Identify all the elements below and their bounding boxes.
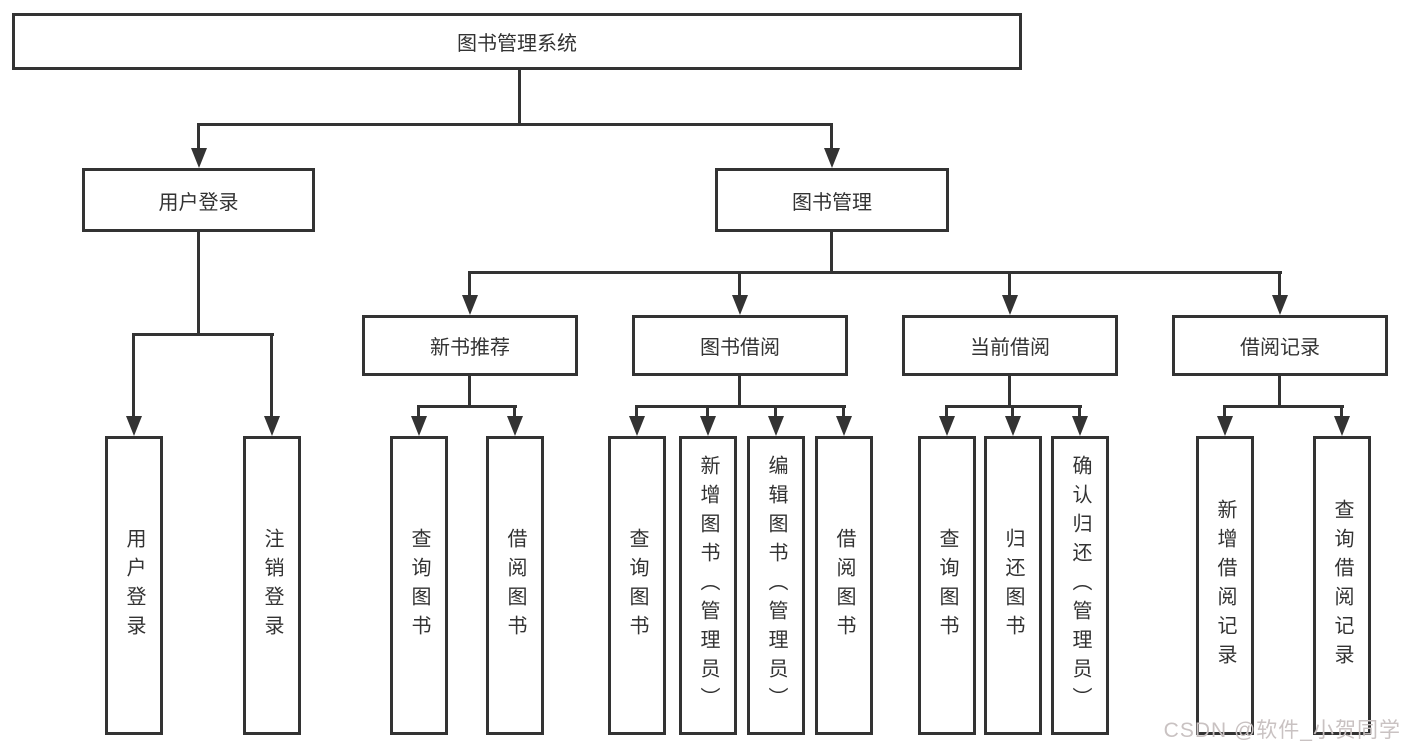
node-current-borrowing: 当前借阅 (902, 315, 1118, 376)
node-leaf-query-borrow-record: 查询借阅记录 (1313, 436, 1371, 735)
connector-root-stem (518, 70, 521, 125)
connector-userlogin-hline (132, 333, 274, 336)
connector-records-shaft-2 (1340, 405, 1343, 417)
node-leaf-borrow-books: 借阅图书 (815, 436, 873, 735)
arrowhead-down-icon (126, 416, 142, 436)
node-leaf-query-books: 查询图书 (918, 436, 976, 735)
node-new-book-recommend: 新书推荐 (362, 315, 578, 376)
arrowhead-down-icon (824, 148, 840, 168)
node-leaf-add-borrow-record: 新增借阅记录 (1196, 436, 1254, 735)
connector-recommend-hline (417, 405, 517, 408)
node-leaf-edit-books-admin: 编辑图书（管理员） (747, 436, 805, 735)
node-leaf-user-login: 用户登录 (105, 436, 163, 735)
node-borrowing-records: 借阅记录 (1172, 315, 1388, 376)
connector-bookmgmt-shaft-2 (738, 271, 741, 297)
arrowhead-down-icon (768, 416, 784, 436)
connector-current-shaft-2 (1011, 405, 1014, 417)
connector-recommend-stem (468, 376, 471, 408)
connector-userlogin-shaft-2 (270, 333, 273, 417)
node-leaf-logout: 注销登录 (243, 436, 301, 735)
connector-current-shaft-1 (945, 405, 948, 417)
arrowhead-down-icon (411, 416, 427, 436)
connector-borrowing-shaft-2 (706, 405, 709, 417)
connector-bookmgmt-shaft-1 (468, 271, 471, 297)
connector-root-hline (197, 123, 833, 126)
connector-current-stem (1008, 376, 1011, 408)
connector-recommend-shaft-1 (417, 405, 420, 417)
connector-userlogin-stem (197, 232, 200, 336)
node-leaf-query-books: 查询图书 (608, 436, 666, 735)
node-library-system: 图书管理系统 (12, 13, 1022, 70)
arrowhead-down-icon (1217, 416, 1233, 436)
node-leaf-return-books: 归还图书 (984, 436, 1042, 735)
arrowhead-down-icon (462, 295, 478, 315)
arrowhead-down-icon (1334, 416, 1350, 436)
node-leaf-confirm-return-admin: 确认归还（管理员） (1051, 436, 1109, 735)
arrowhead-down-icon (1272, 295, 1288, 315)
node-leaf-query-books: 查询图书 (390, 436, 448, 735)
arrowhead-down-icon (939, 416, 955, 436)
connector-borrowing-hline (635, 405, 846, 408)
connector-userlogin-shaft-1 (132, 333, 135, 417)
arrowhead-down-icon (629, 416, 645, 436)
arrowhead-down-icon (1005, 416, 1021, 436)
connector-borrowing-stem (738, 376, 741, 408)
connector-root-shaft-right (830, 123, 833, 150)
connector-records-shaft-1 (1223, 405, 1226, 417)
arrowhead-down-icon (191, 148, 207, 168)
connector-bookmgmt-shaft-3 (1008, 271, 1011, 297)
arrowhead-down-icon (700, 416, 716, 436)
csdn-watermark: CSDN @软件_小贺同学 (1163, 719, 1401, 742)
connector-borrowing-shaft-3 (774, 405, 777, 417)
connector-bookmgmt-shaft-4 (1278, 271, 1281, 297)
arrowhead-down-icon (732, 295, 748, 315)
connector-bookmgmt-stem (830, 232, 833, 274)
connector-root-shaft-left (197, 123, 200, 150)
arrowhead-down-icon (264, 416, 280, 436)
connector-records-stem (1278, 376, 1281, 408)
connector-bookmgmt-hline (468, 271, 1282, 274)
node-leaf-borrow-books: 借阅图书 (486, 436, 544, 735)
connector-borrowing-shaft-1 (635, 405, 638, 417)
arrowhead-down-icon (1072, 416, 1088, 436)
node-book-borrowing: 图书借阅 (632, 315, 848, 376)
node-book-management: 图书管理 (715, 168, 949, 232)
connector-recommend-shaft-2 (513, 405, 516, 417)
arrowhead-down-icon (836, 416, 852, 436)
arrowhead-down-icon (1002, 295, 1018, 315)
connector-records-hline (1223, 405, 1344, 408)
arrowhead-down-icon (507, 416, 523, 436)
node-leaf-add-books-admin: 新增图书（管理员） (679, 436, 737, 735)
connector-borrowing-shaft-4 (842, 405, 845, 417)
connector-current-shaft-3 (1078, 405, 1081, 417)
node-user-login: 用户登录 (82, 168, 315, 232)
